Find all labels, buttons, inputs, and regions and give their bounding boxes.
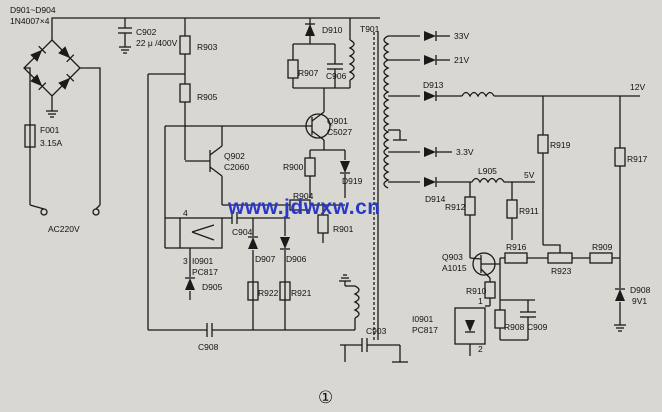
resistors-r922-r921 [247,281,291,301]
ac-input-label: AC220V [48,224,80,234]
resistor-r910 [484,281,496,306]
ac-input-terminals [29,204,101,216]
c906-label: C906 [326,71,347,81]
l905-label: L905 [478,166,497,176]
d913-label: D913 [423,80,444,90]
pin1-label: 1 [478,296,483,306]
pin3-label: 3 [183,256,188,266]
r922-label: R922 [258,288,279,298]
c902-value-label: 22 μ /400V [136,38,178,48]
r921-label: R921 [291,288,312,298]
output-33v [388,30,450,42]
pc817-b-label: PC817 [412,325,438,335]
resistor-r901 [317,205,329,243]
divider-r916-r923-r909 [499,244,620,300]
d907-label: D907 [255,254,276,264]
secondary-ground [388,129,407,141]
q901-part-label: C5027 [327,127,352,137]
pin2-label: 2 [478,344,483,354]
r908-label: R908 [504,322,525,332]
r912-label: R912 [445,202,466,212]
optocoupler-i0901-secondary [454,305,490,356]
r907-label: R907 [298,68,319,78]
diodes-d907-d906 [247,218,291,330]
q903-label: Q903 [442,252,463,262]
d906-label: D906 [286,254,307,264]
fuse-f001 [24,124,36,148]
capacitor-c902 [118,18,132,54]
out-12v-label: 12V [630,82,645,92]
output-3v3 [388,146,452,158]
d914-label: D914 [425,194,446,204]
out-21v-label: 21V [454,55,469,65]
transformer-t901 [338,32,390,340]
output-12v-rail [388,90,640,258]
watermark: www.jdwxw.cn [227,196,381,219]
d910-label: D910 [322,25,343,35]
c904-label: C904 [232,227,253,237]
q902-label: Q902 [224,151,245,161]
capacitor-c908 [147,73,355,337]
out-33v-label: 33V [454,31,469,41]
bridge-part-label: 1N4007×4 [10,16,50,26]
r909-label: R909 [592,242,613,252]
c908-label: C908 [198,342,219,352]
d908-value-label: 9V1 [632,296,647,306]
zener-d908 [613,258,627,332]
r910-label: R910 [466,286,487,296]
r900-d919-network [304,149,351,198]
r901-label: R901 [333,224,354,234]
t901-label: T901 [360,24,380,34]
r904-label: R904 [293,191,314,201]
c909-label: C909 [527,322,548,332]
r903-label: R903 [197,42,218,52]
output-5v-rail [388,176,535,245]
transistor-q902 [185,126,223,205]
c903-label: C903 [366,326,387,336]
d908-label: D908 [630,285,651,295]
r919-label: R919 [550,140,571,150]
r908-c909 [494,299,536,341]
q903-part-label: A1015 [442,263,467,273]
pc817-label: PC817 [192,267,218,277]
bridge-label: D901~D904 [10,5,56,15]
out-5v-label: 5V [524,170,535,180]
r911-label: R911 [519,206,539,216]
r916-label: R916 [506,242,527,252]
fuse-label: F001 [40,125,60,135]
d905-label: D905 [202,282,223,292]
bridge-rectifier [23,17,380,205]
figure-number: ① [318,388,333,408]
resistor-r903 [179,18,191,84]
fuse-rating-label: 3.15A [40,138,63,148]
output-21v [388,54,450,66]
q902-part-label: C2060 [224,162,249,172]
transistor-q901 [165,88,331,150]
r905-label: R905 [197,92,218,102]
resistor-r905 [179,83,191,160]
capacitor-c903 [340,338,408,363]
r900-label: R900 [283,162,304,172]
out-3v3-label: 3.3V [456,147,474,157]
diode-d905 [184,248,196,300]
snubber-network [287,18,351,89]
resistor-r904 [222,199,345,211]
optocoupler-i0901-primary [165,217,223,249]
i0901-label: I0901 [192,256,214,266]
transistor-q903 [469,245,500,282]
c902-label: C902 [136,27,157,37]
pin4-label: 4 [183,208,188,218]
q901-label: Q901 [327,116,348,126]
d919-label: D919 [342,176,363,186]
i0901-b-label: I0901 [412,314,434,324]
r917-label: R917 [627,154,648,164]
capacitor-c904 [222,212,290,224]
r923-label: R923 [551,266,572,276]
